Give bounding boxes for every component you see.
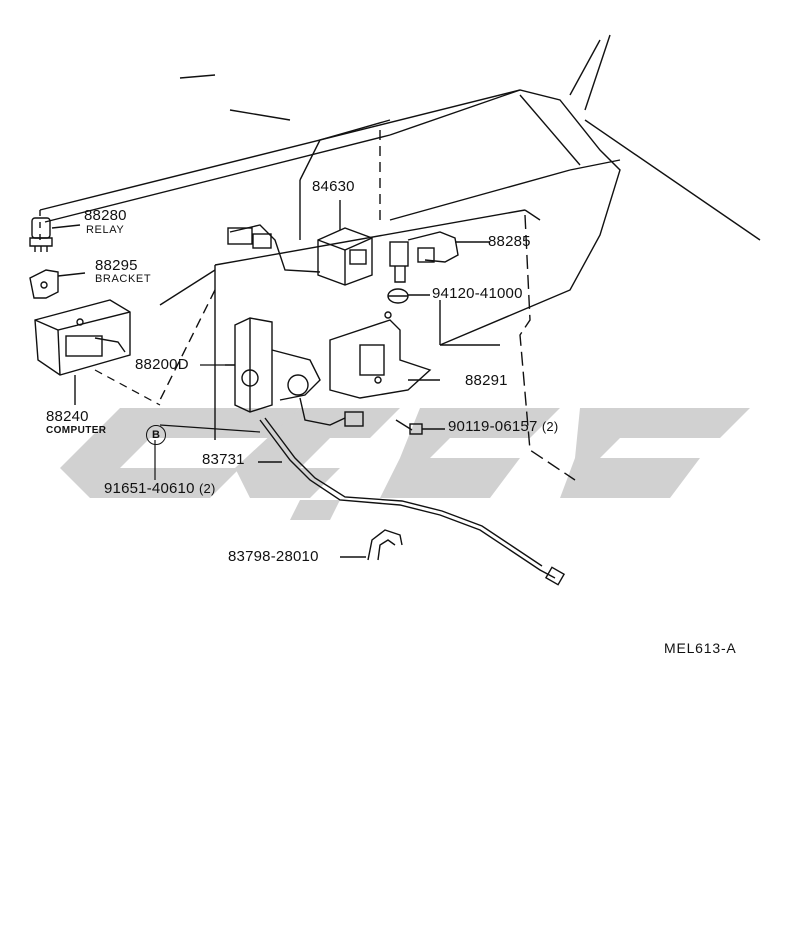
- part-number-88240: 88240: [46, 408, 89, 425]
- part-name-computer: COMPUTER: [46, 425, 107, 436]
- part-name-relay: RELAY: [86, 224, 125, 236]
- marker-b-badge: B: [146, 425, 166, 445]
- part-number-83798-28010: 83798-28010: [228, 548, 319, 565]
- part-number-88200d: 88200D: [135, 356, 189, 373]
- cable-part: [258, 417, 566, 586]
- part-number-88285: 88285: [488, 233, 531, 250]
- switch-part: [227, 200, 373, 286]
- part-number-91651-40610: 91651-40610 (2): [104, 480, 216, 497]
- bolt-part: [395, 419, 445, 435]
- part-qty-90119: (2): [541, 419, 559, 434]
- part-number-84630: 84630: [312, 178, 355, 195]
- actuator-bracket-part: [329, 311, 440, 399]
- dashboard-outline: [39, 34, 761, 481]
- computer-part: [34, 299, 131, 405]
- part-name-bracket: BRACKET: [95, 273, 152, 285]
- part-number-90119-06157: 90119-06157 (2): [448, 418, 559, 435]
- clip-part: [340, 529, 403, 561]
- part-number-88295: 88295: [95, 257, 138, 274]
- diagram-reference-code: MEL613-A: [664, 640, 737, 656]
- part-number-88280: 88280: [84, 207, 127, 224]
- bracket-part: [29, 269, 86, 299]
- part-number-94120-41000: 94120-41000: [432, 285, 523, 302]
- part-qty-91651: (2): [199, 481, 216, 496]
- actuator-part: [225, 317, 364, 427]
- nut-part: [387, 288, 430, 304]
- part-number-83731: 83731: [202, 451, 245, 468]
- leader-lines: [94, 364, 261, 480]
- relay-part: [29, 217, 81, 252]
- part-number-88291: 88291: [465, 372, 508, 389]
- sensor-part: [389, 231, 490, 283]
